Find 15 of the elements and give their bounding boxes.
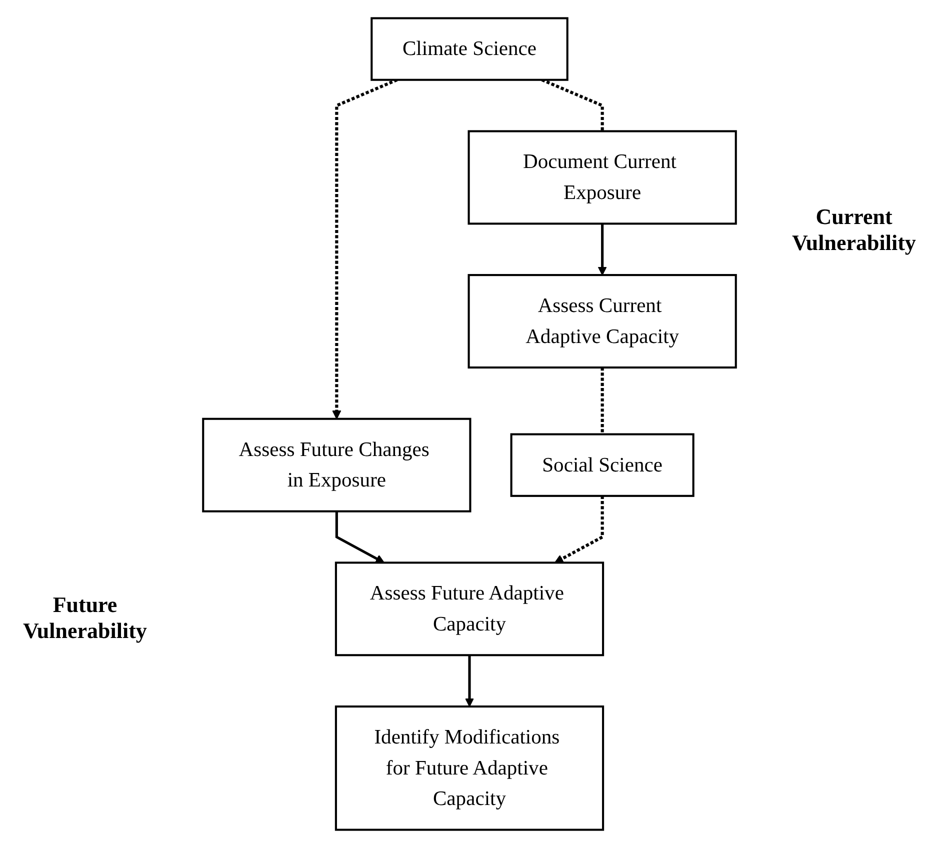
arrow [598, 224, 607, 276]
node-box: Assess Future Adaptive Capacity [334, 562, 604, 656]
connector [541, 78, 604, 132]
connector [600, 368, 604, 434]
node-box: Social Science [510, 433, 694, 497]
bracket-label: Current Vulnerability [791, 204, 917, 256]
arrow [554, 496, 604, 564]
node-box: Climate Science [370, 17, 568, 81]
node-box: Document Current Exposure [468, 130, 737, 225]
arrow [335, 511, 385, 564]
node-box: Assess Future Changes in Exposure [202, 418, 472, 512]
node-box: Assess Current Adaptive Capacity [468, 274, 737, 369]
bracket-label: Future Vulnerability [22, 592, 148, 644]
arrow [464, 655, 474, 707]
node-box: Identify Modifications for Future Adaptive Capacity [334, 705, 604, 831]
